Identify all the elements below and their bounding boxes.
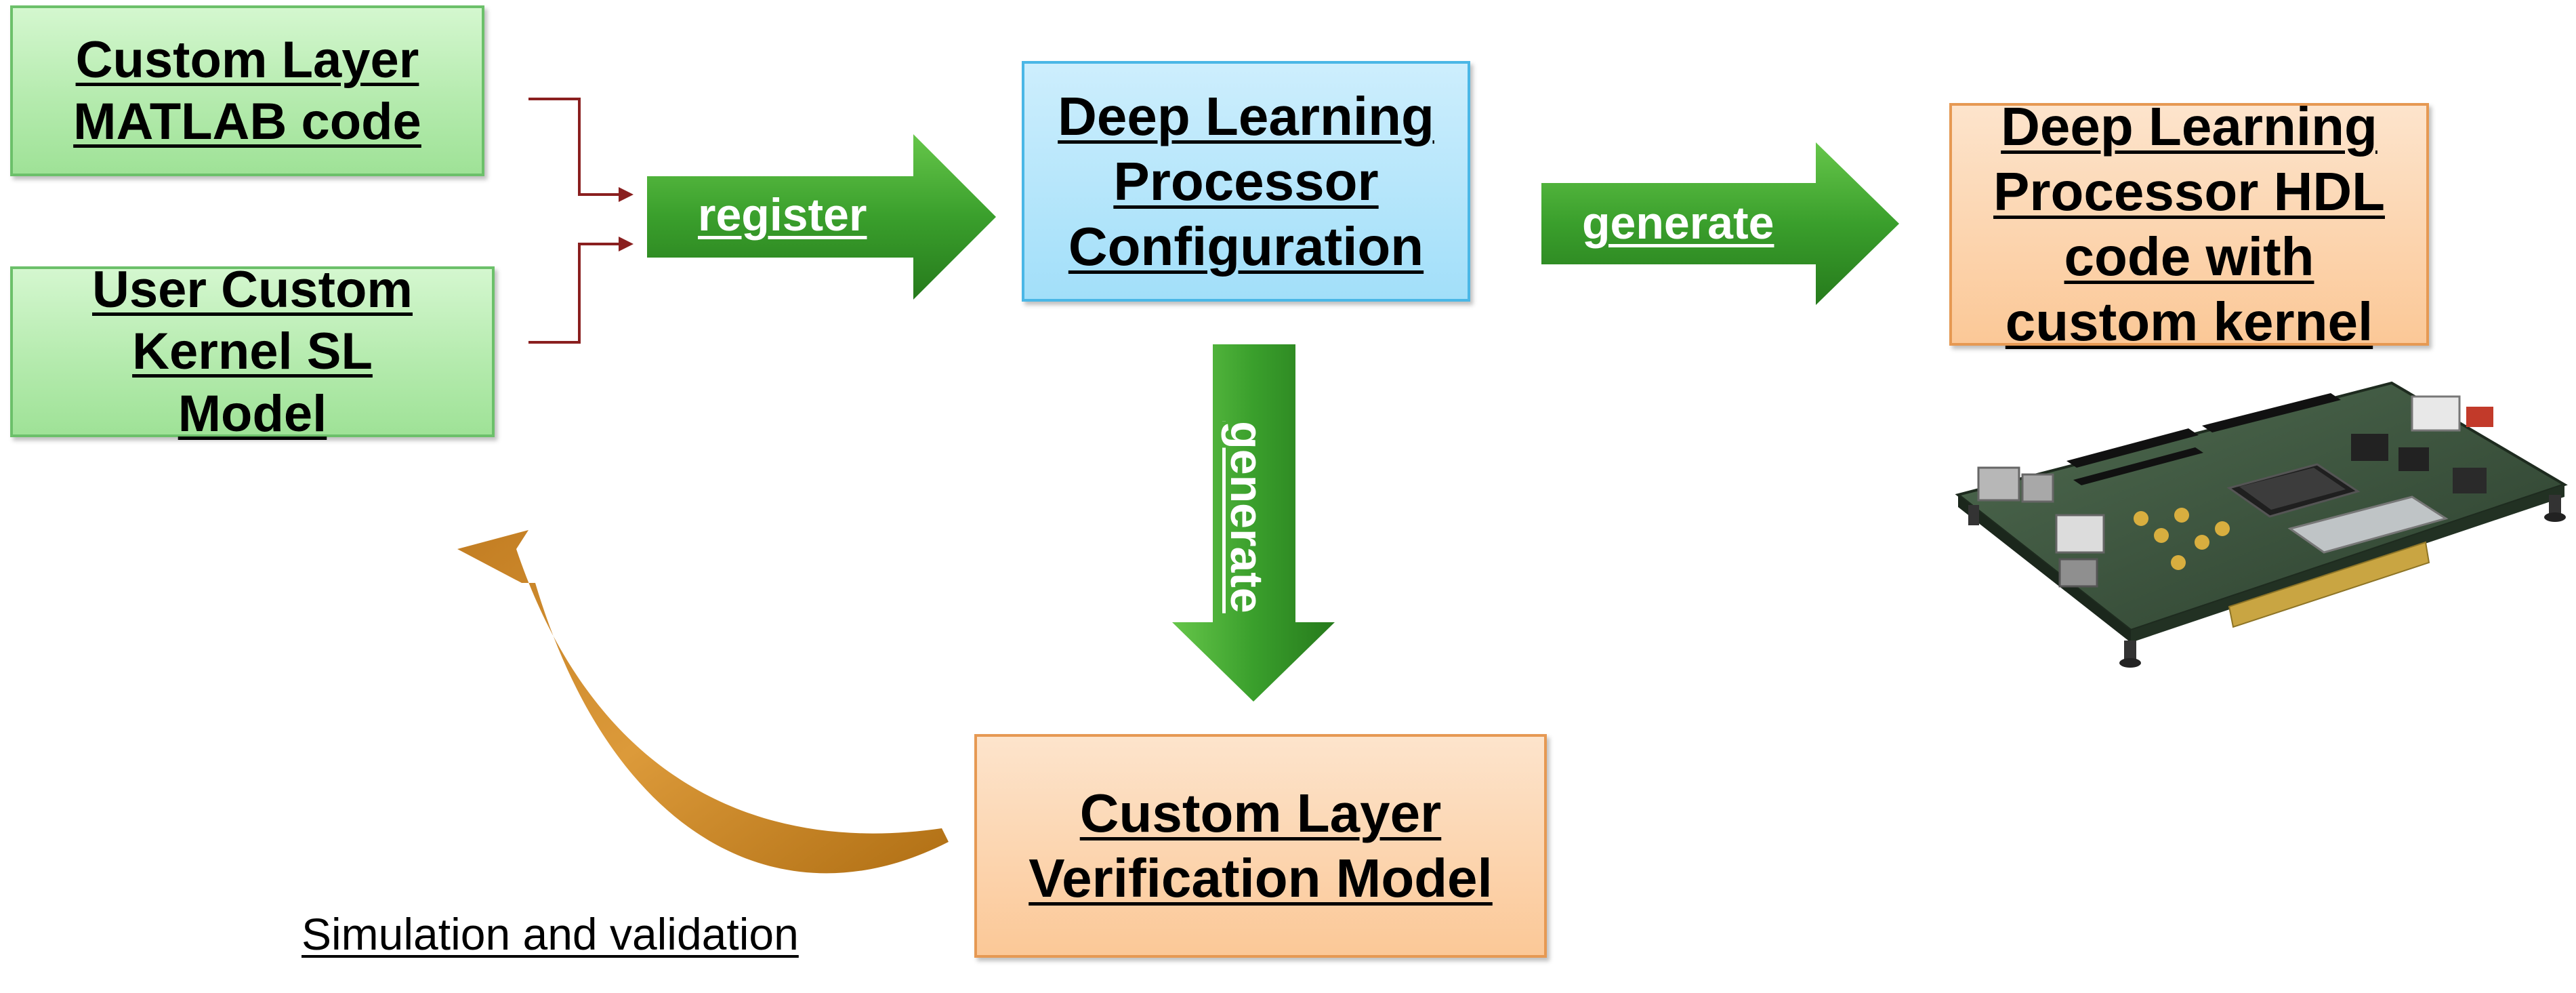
connector-top (528, 98, 620, 196)
user-custom-kernel-label: User Custom Kernel SL Model (91, 261, 413, 443)
generate-verification-arrow-label: generate (1221, 421, 1272, 613)
feedback-caption: Simulation and validation (302, 909, 799, 959)
verification-model-box: Custom Layer Verification Model (974, 734, 1547, 958)
generate-hdl-arrow-label: generate (1582, 197, 1774, 249)
register-arrow (647, 134, 996, 300)
dl-processor-hdl-label: Deep Learning Processor HDL code with cu… (1993, 96, 2385, 352)
dl-processor-config-label: Deep Learning Processor Configuration (1058, 85, 1434, 277)
connector-bottom-arrowhead (619, 237, 633, 251)
input-connectors (528, 98, 620, 344)
dl-processor-hdl-box: Deep Learning Processor HDL code with cu… (1949, 96, 2429, 352)
feedback-arrow (457, 530, 949, 874)
connector-bottom (528, 243, 620, 344)
custom-layer-matlab-code-box: Custom Layer MATLAB code (10, 5, 484, 176)
user-custom-kernel-box: User Custom Kernel SL Model (10, 261, 495, 443)
generate-verification-arrow (1172, 344, 1335, 702)
register-arrow-label: register (698, 189, 867, 241)
fpga-board-icon (1955, 381, 2568, 668)
connector-top-arrowhead (619, 187, 633, 202)
verification-model-label: Custom Layer Verification Model (1029, 783, 1493, 908)
generate-hdl-arrow (1541, 142, 1899, 305)
dl-processor-config-box: Deep Learning Processor Configuration (1022, 61, 1470, 302)
custom-layer-matlab-code-label: Custom Layer MATLAB code (73, 31, 421, 150)
